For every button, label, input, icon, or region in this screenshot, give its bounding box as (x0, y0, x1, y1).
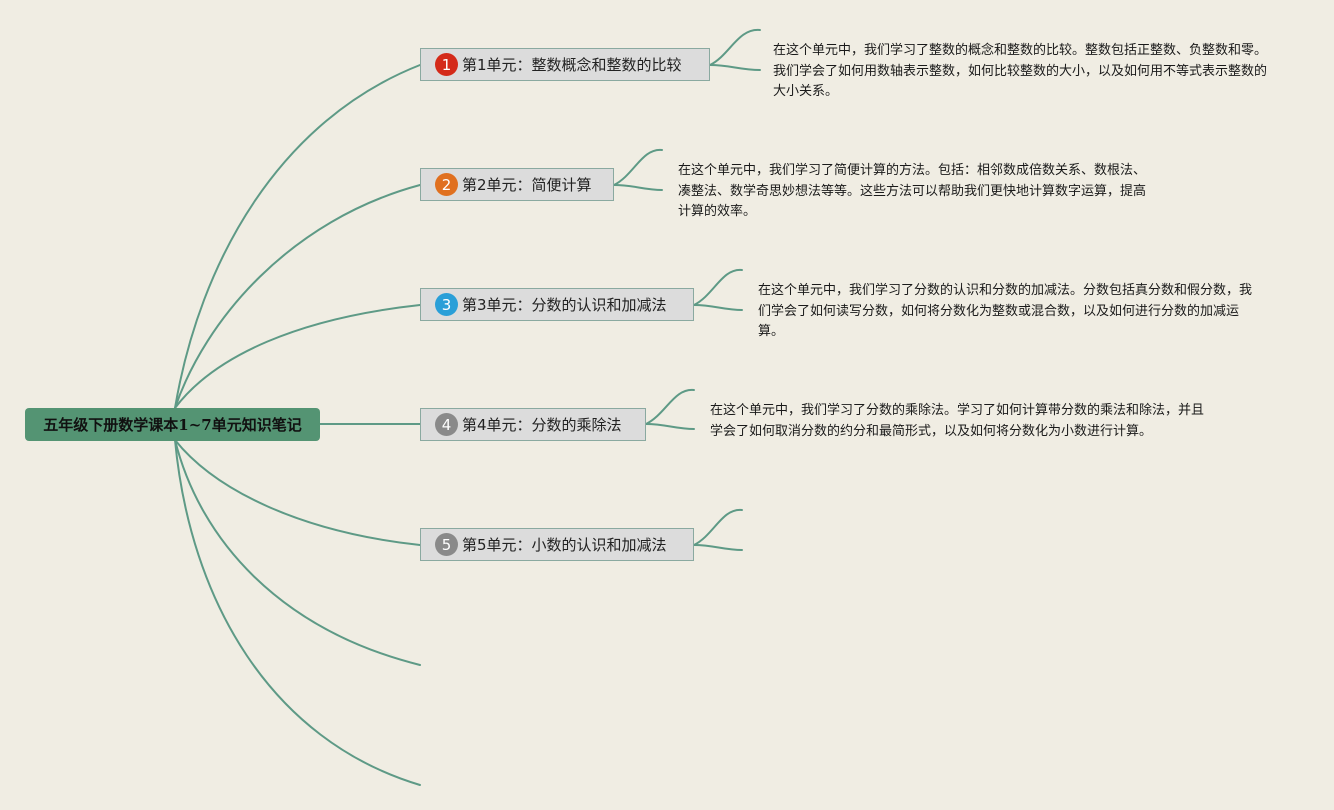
topic-unit-4[interactable]: 4 第4单元：分数的乘除法 (420, 408, 646, 441)
topic-unit-4-label: 第4单元：分数的乘除法 (462, 416, 622, 434)
topic-unit-1[interactable]: 1 第1单元：整数概念和整数的比较 (420, 48, 710, 81)
priority-1-icon: 1 (435, 53, 458, 76)
connector-unit1-note-lower (709, 64, 761, 71)
note-unit-4: 在这个单元中，我们学习了分数的乘除法。学习了如何计算带分数的乘法和除法，并且学会… (710, 403, 1205, 439)
topic-unit-3-label: 第3单元：分数的认识和加减法 (462, 296, 667, 314)
connector-root-unit5 (174, 439, 421, 546)
connector-unit5-note-lower (693, 544, 743, 551)
connector-root-unit3 (174, 304, 421, 409)
connector-root-branch6 (174, 439, 421, 666)
root-topic-label: 五年级下册数学课本1~7单元知识笔记 (43, 416, 302, 434)
note-unit-2: 在这个单元中，我们学习了简便计算的方法。包括：相邻数成倍数关系、数根法、凑整法、… (678, 163, 1147, 219)
priority-5-icon: 5 (435, 533, 458, 556)
connector-root-unit1 (174, 64, 421, 409)
connector-unit1-note (709, 28, 761, 66)
topic-unit-2[interactable]: 2 第2单元：简便计算 (420, 168, 614, 201)
connector-unit5-note (693, 508, 743, 546)
topic-unit-5-label: 第5单元：小数的认识和加减法 (462, 536, 667, 554)
note-unit-3: 在这个单元中，我们学习了分数的认识和分数的加减法。分数包括真分数和假分数，我们学… (758, 283, 1253, 339)
connector-unit2-note (613, 148, 663, 186)
topic-unit-3[interactable]: 3 第3单元：分数的认识和加减法 (420, 288, 694, 321)
priority-3-icon: 3 (435, 293, 458, 316)
root-topic[interactable]: 五年级下册数学课本1~7单元知识笔记 (25, 408, 320, 441)
note-unit-1: 在这个单元中，我们学习了整数的概念和整数的比较。整数包括正整数、负整数和零。我们… (773, 43, 1268, 99)
topic-unit-2-label: 第2单元：简便计算 (462, 176, 592, 194)
connector-root-branch7 (174, 439, 421, 786)
priority-2-icon: 2 (435, 173, 458, 196)
connector-unit3-note-lower (693, 304, 743, 311)
connector-unit4-note (645, 388, 695, 425)
connector-root-unit2 (174, 184, 421, 409)
connector-unit2-note-lower (613, 184, 663, 191)
topic-unit-1-label: 第1单元：整数概念和整数的比较 (462, 56, 682, 74)
topic-unit-5[interactable]: 5 第5单元：小数的认识和加减法 (420, 528, 694, 561)
connector-unit4-note-lower (645, 423, 695, 430)
priority-4-icon: 4 (435, 413, 458, 436)
connector-unit3-note (693, 268, 743, 306)
